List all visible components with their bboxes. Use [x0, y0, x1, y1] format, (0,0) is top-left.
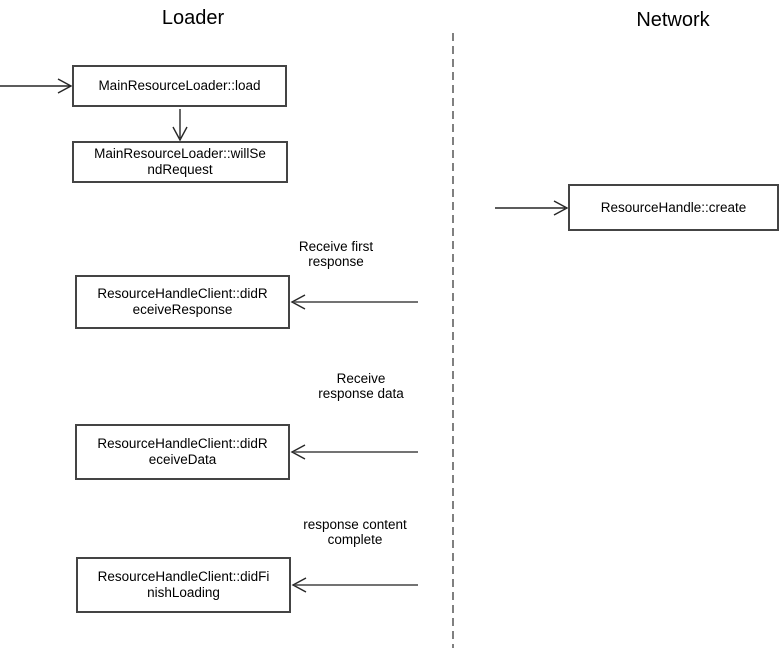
arrow-into-did-finish-loading — [291, 577, 418, 593]
node-resource-handle-client-did-receive-response: ResourceHandleClient::didR eceiveRespons… — [75, 275, 290, 329]
message-label-line: response content — [303, 517, 407, 532]
node-resource-handle-client-did-receive-data: ResourceHandleClient::didR eceiveData — [75, 424, 290, 480]
message-label-receive-first-response: Receive first response — [246, 239, 426, 269]
node-main-resource-loader-will-send-request: MainResourceLoader::willSe ndRequest — [72, 141, 288, 183]
message-label-line: Receive first — [298, 239, 374, 254]
arrow-into-did-receive-response — [290, 294, 418, 310]
node-label-line: ResourceHandleClient::didFi — [97, 569, 270, 584]
message-label-response-content-complete: response content complete — [265, 517, 445, 547]
node-label-line: MainResourceLoader::load — [98, 78, 261, 93]
node-label-line: ResourceHandle::create — [600, 199, 747, 215]
node-main-resource-loader-load: MainResourceLoader::load — [72, 65, 287, 107]
arrow-into-did-receive-data — [290, 444, 418, 460]
node-label-line: ndRequest — [147, 162, 213, 177]
message-label-line: response — [308, 254, 364, 269]
lane-divider-dashed-line — [452, 33, 454, 648]
arrow-into-resource-handle-create — [495, 200, 569, 216]
node-resource-handle-client-did-finish-loading: ResourceHandleClient::didFi nishLoading — [76, 557, 291, 613]
message-label-line: response data — [318, 386, 404, 401]
node-label-line: ResourceHandleClient::didR — [97, 436, 268, 451]
arrow-load-to-will-send-request — [172, 109, 188, 142]
node-resource-handle-create: ResourceHandle::create — [568, 184, 779, 231]
node-label-line: eceiveResponse — [132, 302, 233, 317]
node-label-line: nishLoading — [147, 585, 220, 600]
lane-title-network: Network — [636, 9, 710, 31]
lane-title-loader: Loader — [161, 7, 225, 29]
message-label-receive-response-data: Receive response data — [271, 371, 451, 401]
arrow-into-load — [0, 78, 73, 94]
node-label-line: MainResourceLoader::willSe — [94, 146, 266, 161]
node-label-line: ResourceHandleClient::didR — [97, 286, 268, 301]
message-label-line: complete — [327, 532, 383, 547]
node-label-line: eceiveData — [148, 452, 217, 467]
message-label-line: Receive — [336, 371, 386, 386]
